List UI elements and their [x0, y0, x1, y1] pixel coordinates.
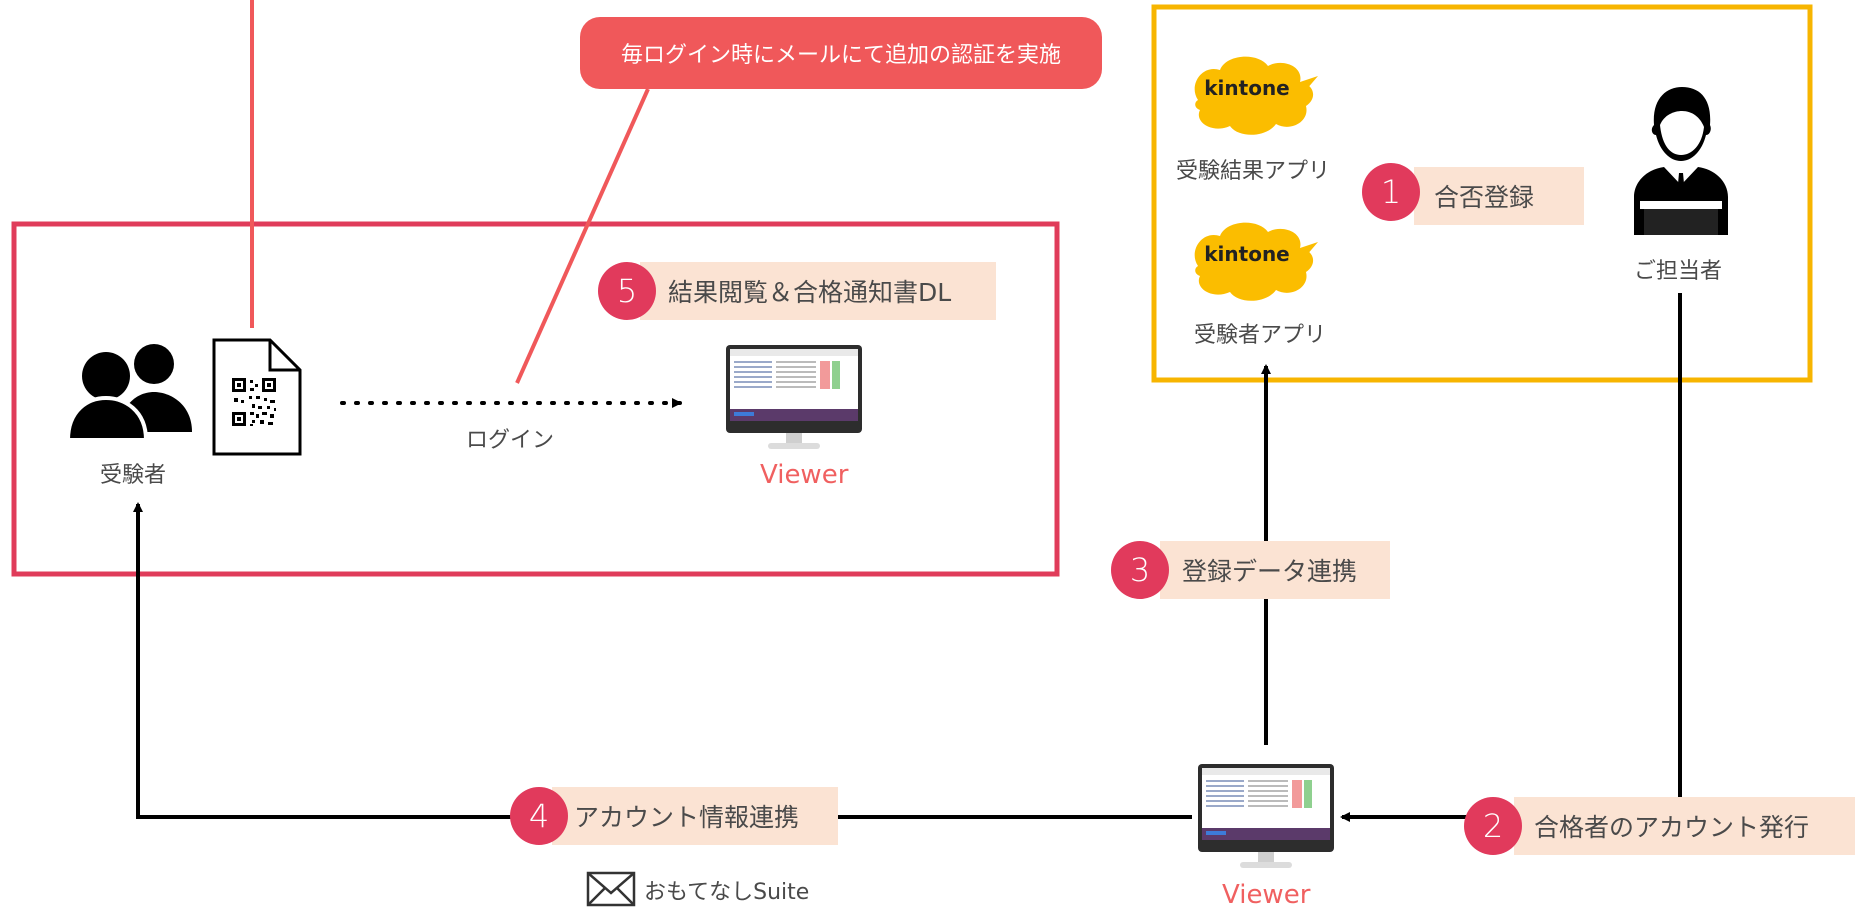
kintone-region	[1151, 4, 1813, 383]
step-3-text: 登録データ連携	[1182, 557, 1358, 586]
staff-person-icon	[1634, 87, 1728, 235]
step-1-number: 1	[1380, 173, 1402, 211]
kintone-logo-text-2: kintone	[1204, 242, 1290, 266]
step-5-number: 5	[616, 272, 638, 310]
step-3-badge: 3	[1111, 541, 1169, 599]
step-3-number: 3	[1129, 551, 1151, 589]
mail-suite-label: おもてなしSuite	[644, 880, 810, 905]
kintone-examinee-app-label: 受験者アプリ	[1194, 323, 1327, 348]
step-2-badge: 2	[1464, 797, 1522, 855]
step-2-label: 合格者のアカウント発行	[1514, 797, 1855, 855]
people-icon	[68, 344, 192, 440]
step-1-text: 合否登録	[1434, 183, 1535, 212]
step-1-badge: 1	[1362, 163, 1420, 221]
step-2-number: 2	[1482, 807, 1504, 845]
step-4-text: アカウント情報連携	[574, 803, 800, 832]
step-1-label: 合否登録	[1414, 167, 1584, 225]
monitor-icon	[1198, 764, 1334, 868]
step-5-label: 結果閲覧＆合格通知書DL	[640, 262, 996, 320]
viewer-top-label: Viewer	[760, 460, 849, 490]
kintone-logo-examinee: kintone	[1188, 216, 1318, 306]
step-5-badge: 5	[598, 262, 656, 320]
examinee-region	[11, 221, 1060, 577]
login-label: ログイン	[466, 428, 555, 453]
step-4-number: 4	[528, 797, 550, 835]
staff-to-viewer-arrow	[1340, 293, 1682, 822]
viewer-to-examinee-arrow	[133, 502, 1192, 819]
step-3-label: 登録データ連携	[1160, 541, 1390, 599]
qr-document-icon	[212, 338, 302, 456]
kintone-cloud-icon	[1194, 56, 1318, 135]
step-2-text: 合格者のアカウント発行	[1534, 813, 1810, 842]
envelope-icon	[586, 871, 636, 907]
viewer-bottom-label: Viewer	[1222, 880, 1311, 910]
auth-callout: 毎ログイン時にメールにて追加の認証を実施	[580, 17, 1102, 89]
staff-label: ご担当者	[1634, 259, 1723, 284]
step-4-badge: 4	[510, 787, 568, 845]
examinee-label: 受験者	[100, 463, 167, 488]
step-5-text: 結果閲覧＆合格通知書DL	[668, 278, 952, 307]
auth-callout-text: 毎ログイン時にメールにて追加の認証を実施	[620, 43, 1061, 68]
monitor-icon	[726, 345, 862, 449]
kintone-logo-text: kintone	[1204, 76, 1290, 100]
callout-pointer	[515, 88, 650, 384]
kintone-results-app-label: 受験結果アプリ	[1176, 159, 1331, 184]
kintone-logo-results: kintone	[1188, 50, 1318, 140]
step-4-label: アカウント情報連携	[552, 787, 838, 845]
kintone-cloud-icon	[1194, 222, 1318, 301]
